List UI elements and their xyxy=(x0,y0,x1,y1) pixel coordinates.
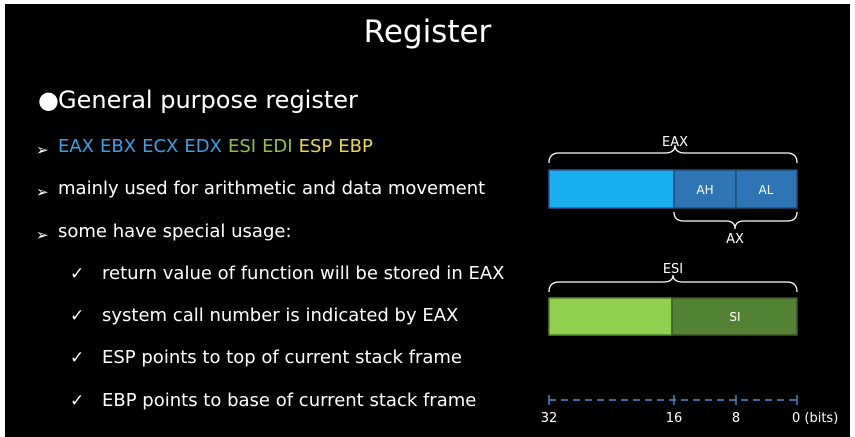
register-name: EBP xyxy=(338,136,373,157)
si-block xyxy=(671,297,798,336)
eax-brace xyxy=(548,144,798,164)
si-label: SI xyxy=(729,310,740,324)
check-icon: ✓ xyxy=(70,391,85,411)
bit-scale-label: 8 xyxy=(732,411,740,426)
ah-block xyxy=(673,169,737,209)
register-name: EDI xyxy=(262,136,293,157)
top-border xyxy=(0,0,855,4)
register-name: EBX xyxy=(100,136,137,157)
esi-upper-block xyxy=(548,297,673,336)
register-name: ESP xyxy=(298,136,333,157)
subpoint-text: ESP points to top of current stack frame xyxy=(102,347,462,368)
arrow-bullet-icon: ➢ xyxy=(36,141,49,159)
arrow-bullet-icon: ➢ xyxy=(36,226,49,244)
arrow-bullet-icon: ➢ xyxy=(36,183,49,201)
heading-text: General purpose register xyxy=(58,86,358,114)
point-text: some have special usage: xyxy=(58,221,292,242)
left-border xyxy=(0,0,5,437)
check-icon: ✓ xyxy=(70,306,85,326)
register-name: ESI xyxy=(227,136,257,157)
eax-label: EAX xyxy=(662,135,688,150)
ax-brace xyxy=(673,211,798,230)
slide-title: Register xyxy=(363,14,492,50)
bit-scale-label: 32 xyxy=(541,411,558,426)
bit-scale-label: 16 xyxy=(666,411,683,426)
subpoint-text: system call number is indicated by EAX xyxy=(102,305,459,326)
eax-upper-block xyxy=(548,169,675,209)
esi-brace xyxy=(548,274,798,293)
ah-label: AH xyxy=(696,183,713,197)
point-text: mainly used for arithmetic and data move… xyxy=(58,178,486,199)
register-name: ECX xyxy=(142,136,179,157)
esi-label: ESI xyxy=(663,262,683,277)
check-icon: ✓ xyxy=(70,264,85,284)
subpoint-text: return value of function will be stored … xyxy=(102,263,505,284)
right-border xyxy=(850,0,855,437)
al-block xyxy=(735,169,798,209)
bit-scale-label: 0 (bits) xyxy=(792,411,838,426)
check-icon: ✓ xyxy=(70,348,85,368)
ax-label: AX xyxy=(726,232,744,247)
heading: ●General purpose register xyxy=(38,86,358,114)
bullet-icon: ● xyxy=(38,86,59,114)
al-label: AL xyxy=(759,183,774,197)
subpoint-text: EBP points to base of current stack fram… xyxy=(102,390,477,411)
register-name: EAX xyxy=(58,136,95,157)
register-name: EDX xyxy=(184,136,222,157)
